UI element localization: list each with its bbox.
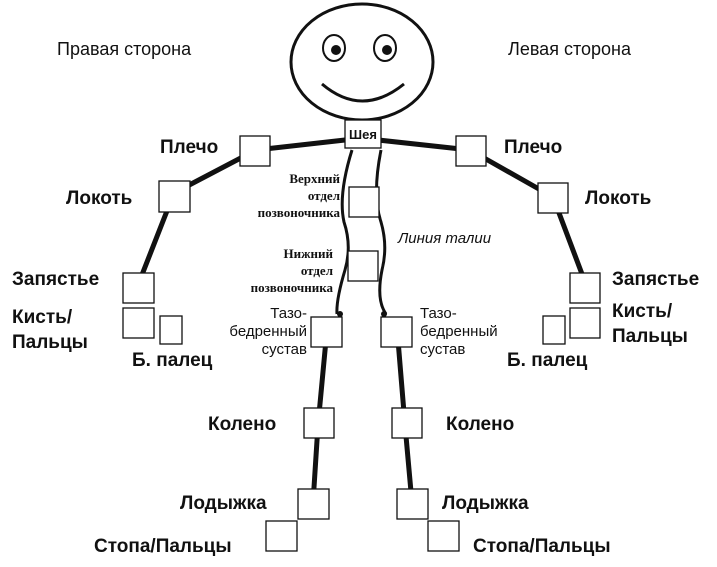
upper-spine-label-line1: Верхний: [289, 171, 340, 186]
lower-spine-label-line1: Нижний: [284, 246, 334, 261]
left-knee-checkbox[interactable]: [391, 407, 423, 439]
left-foot-checkbox[interactable]: [427, 520, 460, 552]
right-hand-checkbox[interactable]: [122, 307, 155, 339]
waist-line-label: Линия талии: [397, 230, 492, 247]
left-wrist-label: Запястье: [612, 269, 699, 290]
right-hip-label-line3: сустав: [262, 341, 307, 358]
right-ankle-checkbox[interactable]: [297, 488, 330, 520]
left-foot-label: Стопа/Пальцы: [473, 536, 611, 557]
right-shoulder-label: Плечо: [160, 137, 218, 158]
right-hip-label-line1: Тазо-: [270, 305, 307, 322]
right-hip-checkbox[interactable]: [310, 316, 343, 348]
lower-spine-checkbox[interactable]: [347, 250, 379, 282]
right-shoulder-checkbox[interactable]: [239, 135, 271, 167]
left-hip-label-line3: сустав: [420, 341, 465, 358]
right-wrist-checkbox[interactable]: [122, 272, 155, 304]
smiley-head: [289, 2, 435, 122]
left-elbow-checkbox[interactable]: [537, 182, 569, 214]
upper-spine-checkbox[interactable]: [348, 186, 380, 218]
right-knee-label: Колено: [208, 414, 276, 435]
neck-label: Шея: [349, 127, 377, 142]
right-side-heading: Правая сторона: [57, 39, 192, 59]
right-wrist-label: Запястье: [12, 269, 99, 290]
right-ankle-label: Лодыжка: [180, 493, 267, 514]
right-thumb-checkbox[interactable]: [159, 315, 183, 345]
left-hand-label-line1: Кисть/: [612, 301, 673, 322]
left-knee-label: Колено: [446, 414, 514, 435]
left-elbow-label: Локоть: [585, 188, 651, 209]
smile-icon: [321, 82, 405, 103]
left-ankle-checkbox[interactable]: [396, 488, 429, 520]
left-ankle-label: Лодыжка: [442, 493, 529, 514]
left-wrist-checkbox[interactable]: [569, 272, 601, 304]
left-shoulder-checkbox[interactable]: [455, 135, 487, 167]
lower-spine-label-line2: отдел: [301, 263, 333, 278]
left-hand-label-line2: Пальцы: [612, 326, 688, 347]
left-thumb-checkbox[interactable]: [542, 315, 566, 345]
left-thumb-label: Б. палец: [507, 350, 588, 371]
left-hip-checkbox[interactable]: [380, 316, 413, 348]
right-hand-label-line1: Кисть/: [12, 307, 73, 328]
right-hip-label-line2: бедренный: [229, 323, 307, 340]
lower-spine-label-line3: позвоночника: [251, 280, 334, 295]
right-knee-checkbox[interactable]: [303, 407, 335, 439]
left-hip-label-line2: бедренный: [420, 323, 498, 340]
neck-checkbox[interactable]: [344, 119, 382, 149]
right-hand-label-line2: Пальцы: [12, 332, 88, 353]
right-elbow-label: Локоть: [66, 188, 132, 209]
left-side-heading: Левая сторона: [508, 39, 632, 59]
right-elbow-checkbox[interactable]: [158, 180, 191, 213]
upper-spine-label-line2: отдел: [308, 188, 340, 203]
left-shoulder-label: Плечо: [504, 137, 562, 158]
upper-spine-label-line3: позвоночника: [258, 205, 341, 220]
right-thumb-label: Б. палец: [132, 350, 213, 371]
left-hip-label-line1: Тазо-: [420, 305, 457, 322]
right-foot-checkbox[interactable]: [265, 520, 298, 552]
left-hand-checkbox[interactable]: [569, 307, 601, 339]
right-foot-label: Стопа/Пальцы: [94, 536, 232, 557]
torso-outline: [335, 149, 388, 317]
